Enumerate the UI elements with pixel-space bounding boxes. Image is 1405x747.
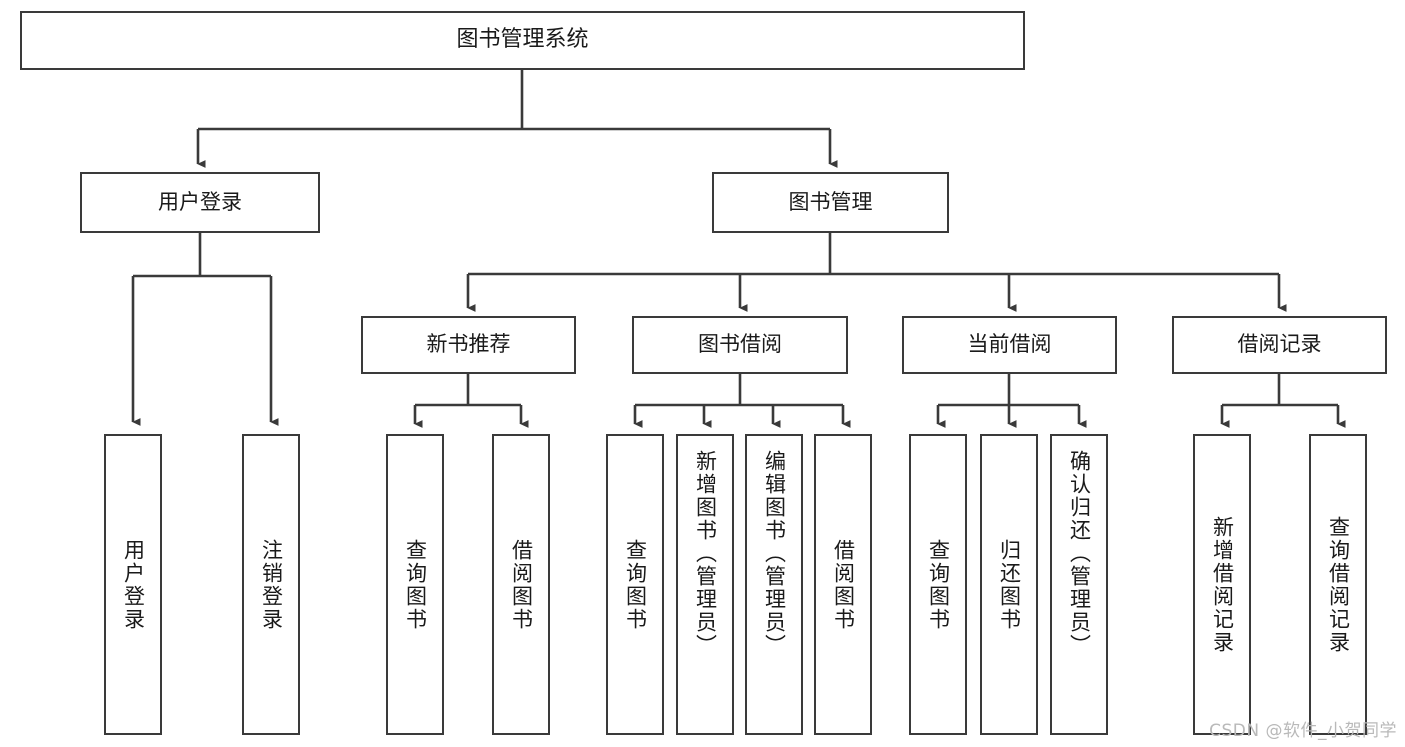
node-leaf-query-book-2-label: 查询图书 — [623, 538, 648, 631]
node-leaf-query-book-1[interactable]: 查询图书 — [386, 434, 444, 735]
node-new-book-rec[interactable]: 新书推荐 — [361, 316, 576, 374]
node-leaf-add-book[interactable]: 新增图书（管理员） — [676, 434, 734, 735]
node-leaf-query-book-3[interactable]: 查询图书 — [909, 434, 967, 735]
node-leaf-query-book-1-label: 查询图书 — [403, 538, 428, 631]
node-leaf-confirm-return[interactable]: 确认归还（管理员） — [1050, 434, 1108, 735]
node-leaf-user-login[interactable]: 用户登录 — [104, 434, 162, 735]
node-leaf-borrow-book-2[interactable]: 借阅图书 — [814, 434, 872, 735]
node-leaf-add-record-label: 新增借阅记录 — [1210, 515, 1235, 654]
node-leaf-edit-book-label: 编辑图书（管理员） — [762, 450, 787, 657]
node-borrow-record-label: 借阅记录 — [1237, 332, 1322, 357]
node-book-manage-label: 图书管理 — [788, 189, 873, 214]
node-book-borrow-label: 图书借阅 — [698, 332, 782, 357]
node-leaf-add-book-label: 新增图书（管理员） — [693, 450, 718, 657]
node-user-login-label: 用户登录 — [158, 189, 242, 214]
node-leaf-borrow-book-1[interactable]: 借阅图书 — [492, 434, 550, 735]
node-leaf-borrow-book-2-label: 借阅图书 — [831, 538, 856, 631]
node-leaf-confirm-return-label: 确认归还（管理员） — [1067, 450, 1092, 657]
node-leaf-query-record-label: 查询借阅记录 — [1326, 515, 1351, 654]
node-leaf-edit-book[interactable]: 编辑图书（管理员） — [745, 434, 803, 735]
node-root[interactable]: 图书管理系统 — [20, 11, 1025, 70]
node-leaf-user-logout-label: 注销登录 — [259, 538, 284, 631]
node-current-borrow-label: 当前借阅 — [967, 332, 1052, 357]
node-new-book-rec-label: 新书推荐 — [426, 332, 511, 357]
node-leaf-add-record[interactable]: 新增借阅记录 — [1193, 434, 1251, 735]
node-user-login[interactable]: 用户登录 — [80, 172, 320, 233]
node-leaf-user-logout[interactable]: 注销登录 — [242, 434, 300, 735]
node-leaf-user-login-label: 用户登录 — [121, 538, 146, 631]
node-root-label: 图书管理系统 — [456, 27, 589, 53]
node-book-manage[interactable]: 图书管理 — [712, 172, 949, 233]
node-borrow-record[interactable]: 借阅记录 — [1172, 316, 1387, 374]
node-leaf-return-book[interactable]: 归还图书 — [980, 434, 1038, 735]
node-leaf-return-book-label: 归还图书 — [997, 538, 1022, 631]
node-current-borrow[interactable]: 当前借阅 — [902, 316, 1117, 374]
node-book-borrow[interactable]: 图书借阅 — [632, 316, 848, 374]
node-leaf-query-book-3-label: 查询图书 — [926, 538, 951, 631]
node-leaf-query-record[interactable]: 查询借阅记录 — [1309, 434, 1367, 735]
node-leaf-query-book-2[interactable]: 查询图书 — [606, 434, 664, 735]
node-leaf-borrow-book-1-label: 借阅图书 — [509, 538, 534, 631]
